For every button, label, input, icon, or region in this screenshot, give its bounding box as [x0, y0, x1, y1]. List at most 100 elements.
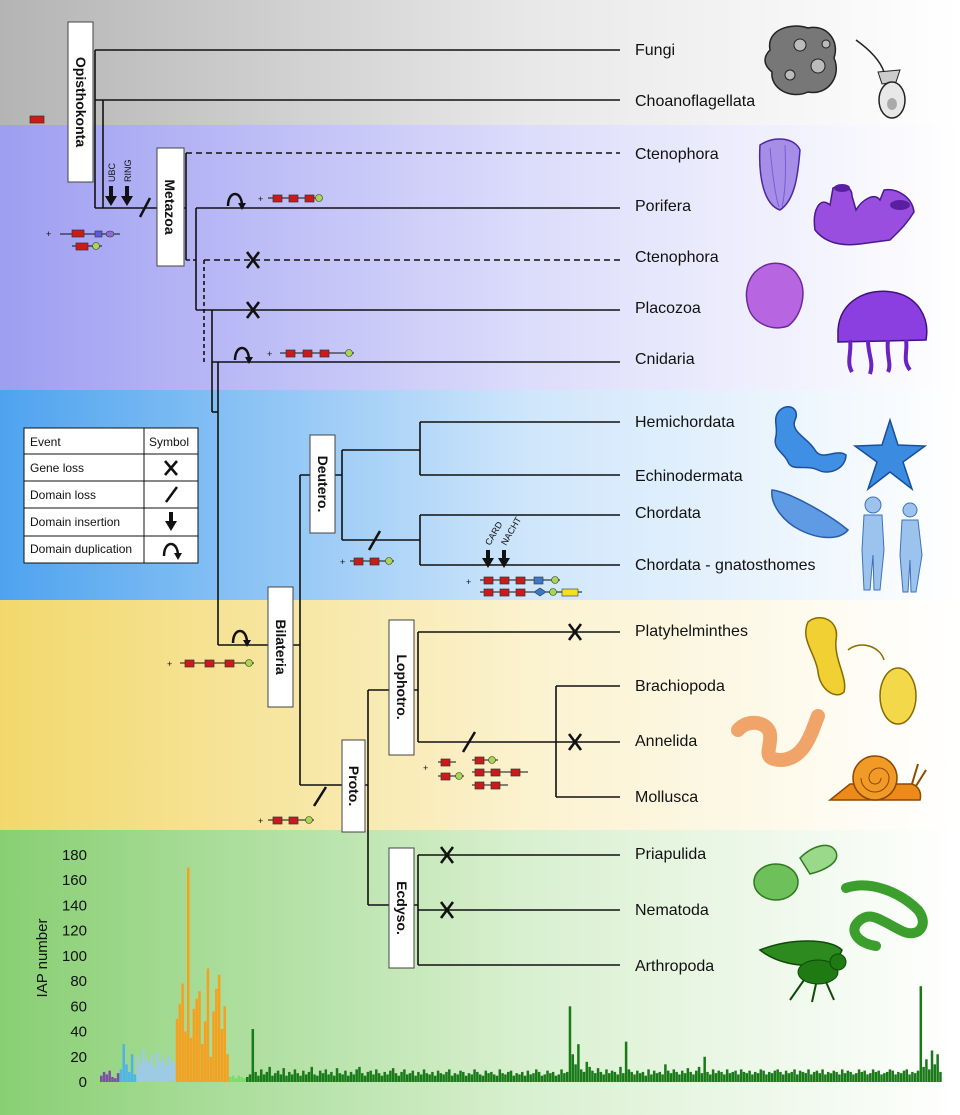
priapulid-illustration — [753, 844, 838, 901]
down-arrow-icon — [482, 550, 494, 568]
histogram-bar — [310, 1066, 314, 1082]
histogram-bar — [599, 1071, 603, 1082]
histogram-bar — [622, 1073, 625, 1082]
histogram-bar — [422, 1069, 426, 1082]
histogram-bar — [532, 1073, 535, 1082]
histogram-bar — [919, 986, 923, 1082]
histogram-bar — [543, 1074, 546, 1082]
plus-sign: + — [267, 349, 272, 359]
histogram-bar — [927, 1069, 931, 1082]
histogram-bar — [240, 1076, 243, 1082]
histogram-bar — [330, 1071, 333, 1082]
cross-icon — [164, 460, 178, 476]
histogram-bar — [439, 1073, 443, 1082]
histogram-bar — [288, 1071, 291, 1082]
histogram-bar — [175, 1018, 179, 1082]
histogram-bar — [880, 1074, 883, 1082]
histogram-bar — [700, 1073, 704, 1082]
histogram-bar — [897, 1071, 900, 1082]
histogram-bar — [341, 1074, 344, 1082]
histogram-bar — [128, 1071, 131, 1082]
histogram-bar — [259, 1069, 263, 1082]
histogram-bar — [728, 1073, 732, 1082]
organism-illustrations — [731, 25, 928, 1003]
histogram-bar — [506, 1071, 510, 1082]
histogram-bar — [723, 1074, 726, 1082]
legend-row-event: Domain loss — [30, 488, 96, 502]
histogram-bar — [902, 1070, 906, 1082]
domain-arch-protostomes: + — [258, 816, 314, 826]
histogram-bar — [377, 1073, 381, 1082]
histogram-bar — [467, 1073, 471, 1082]
histogram-bar — [661, 1074, 664, 1082]
histogram-bar — [195, 998, 198, 1082]
jellyfish-illustration — [837, 290, 928, 375]
histogram-bar — [478, 1074, 482, 1082]
histogram-bar — [433, 1075, 437, 1082]
histogram-bar — [905, 1069, 909, 1082]
histogram-bar — [100, 1075, 103, 1082]
histogram-bar — [680, 1070, 684, 1082]
histogram-bar — [529, 1074, 532, 1082]
plus-sign: + — [466, 577, 471, 587]
histogram-bar — [871, 1069, 875, 1082]
histogram-bar — [577, 1044, 580, 1082]
histogram-bar — [490, 1071, 493, 1082]
histogram-bar — [630, 1071, 633, 1082]
histogram-bar — [655, 1073, 659, 1082]
histogram-bar — [551, 1071, 555, 1082]
clade-lophotro-label: Lophotro. — [394, 654, 410, 719]
histogram-bar — [908, 1074, 911, 1082]
histogram-bar — [869, 1073, 872, 1082]
histogram-bar — [737, 1074, 740, 1082]
domain-arch-bilateria: + — [167, 659, 254, 669]
histogram-bar — [495, 1075, 499, 1082]
histogram-bar — [638, 1073, 642, 1082]
histogram-bar — [251, 1029, 255, 1082]
histogram-bar — [779, 1071, 782, 1082]
histogram-bar — [549, 1073, 552, 1082]
cross-icon — [567, 623, 583, 641]
histogram-bar — [801, 1071, 805, 1082]
histogram-bar — [734, 1070, 737, 1082]
histogram-bar — [189, 1037, 193, 1082]
histogram-ytick: 120 — [62, 923, 87, 940]
taxon-nematoda: Nematoda — [635, 902, 709, 919]
histogram-bar — [456, 1074, 459, 1082]
histogram-bar — [916, 1070, 920, 1082]
histogram-bar — [888, 1069, 892, 1082]
down-arrow-icon — [165, 512, 177, 531]
histogram-bar — [686, 1068, 690, 1082]
histogram-bar — [793, 1069, 796, 1082]
histogram-bar — [349, 1071, 353, 1082]
clade-bilateria-label: Bilateria — [273, 619, 289, 674]
histogram-bar — [363, 1075, 367, 1082]
histogram-bar — [560, 1069, 563, 1082]
histogram-bar — [181, 983, 184, 1082]
taxon-porifera: Porifera — [635, 198, 691, 215]
histogram-bar — [116, 1073, 120, 1082]
cross-icon — [439, 846, 455, 864]
histogram-bar — [448, 1069, 451, 1082]
histogram-bar — [602, 1074, 605, 1082]
histogram-bar — [262, 1074, 266, 1082]
histogram-bar — [739, 1069, 743, 1082]
histogram-bar — [105, 1074, 109, 1082]
taxon-labels: Fungi Choanoflagellata Ctenophora Porife… — [635, 42, 816, 975]
histogram-bar — [689, 1071, 692, 1082]
histogram-bar — [860, 1071, 864, 1082]
taxon-arthropoda: Arthropoda — [635, 958, 714, 975]
clade-box-proto: Proto. — [341, 739, 366, 833]
histogram-bar — [344, 1070, 347, 1082]
histogram-bar — [217, 974, 221, 1082]
histogram-bar — [136, 1056, 139, 1082]
histogram-ytick: 60 — [70, 998, 87, 1015]
histogram-bar — [762, 1070, 765, 1082]
histogram-bar — [335, 1068, 339, 1082]
histogram-bar — [450, 1075, 454, 1082]
histogram-bar — [375, 1069, 378, 1082]
histogram-bar — [114, 1078, 117, 1082]
histogram-bar — [711, 1069, 715, 1082]
histogram-bar — [453, 1073, 457, 1082]
